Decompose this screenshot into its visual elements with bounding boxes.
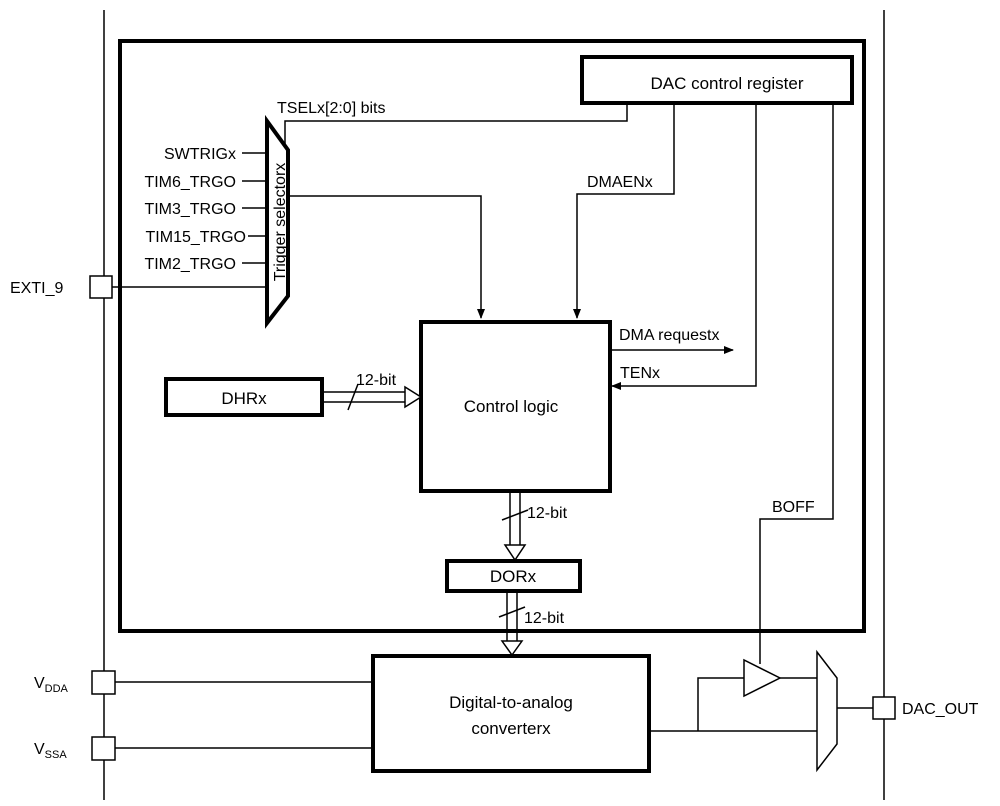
dor-bus-width-label: 12-bit bbox=[524, 610, 565, 627]
trigger-selector-mux: Trigger selectorx bbox=[265, 114, 290, 329]
dma-request-label: DMA requestx bbox=[619, 327, 719, 344]
exti-pin bbox=[89, 275, 113, 299]
dac-out-pin-label: DAC_OUT bbox=[902, 701, 979, 718]
ten-label: TENx bbox=[620, 365, 660, 382]
buffer-input-wire bbox=[697, 677, 744, 731]
dmaen-label: DMAENx bbox=[587, 174, 653, 191]
vssa-pin bbox=[91, 736, 116, 761]
dac-channel-frame bbox=[118, 39, 866, 633]
exti-pin-label: EXTI_9 bbox=[10, 280, 63, 297]
dor-dac-bus bbox=[498, 591, 526, 657]
boff-label: BOFF bbox=[772, 499, 815, 516]
trigger-label-tim3: TIM3_TRGO bbox=[144, 201, 236, 218]
dhr-bus bbox=[322, 383, 423, 411]
trigger-label-tim2: TIM2_TRGO bbox=[144, 256, 236, 273]
trigger-label-tim15: TIM15_TRGO bbox=[146, 229, 246, 246]
trigger-output-line bbox=[288, 195, 485, 319]
dac-control-register-label: DAC control register bbox=[650, 74, 803, 93]
vdda-pin bbox=[91, 670, 116, 695]
dhr-block: DHRx bbox=[164, 377, 324, 417]
trigger-selector-label: Trigger selectorx bbox=[272, 163, 289, 282]
dac-converter-block: Digital-to-analog converterx bbox=[371, 654, 651, 773]
dhr-label: DHRx bbox=[221, 389, 267, 408]
dmaen-line bbox=[573, 103, 675, 319]
tsel-label: TSELx[2:0] bits bbox=[277, 100, 386, 117]
control-logic-label: Control logic bbox=[464, 397, 559, 416]
control-logic-block: Control logic bbox=[419, 320, 612, 493]
vdda-pin-label: VDDA bbox=[34, 675, 69, 695]
dhr-bus-width-label: 12-bit bbox=[356, 372, 397, 389]
boff-line bbox=[759, 103, 834, 664]
dac-converter-label-line1: Digital-to-analog bbox=[449, 693, 573, 712]
output-mux bbox=[816, 649, 838, 773]
vssa-pin-label: VSSA bbox=[34, 741, 67, 761]
ten-line bbox=[611, 103, 757, 390]
dac-out-pin bbox=[872, 696, 896, 720]
tsel-line bbox=[284, 103, 628, 150]
dac-control-register-block: DAC control register bbox=[580, 55, 854, 105]
trigger-label-swtrig: SWTRIGx bbox=[164, 146, 236, 163]
output-buffer-amp bbox=[743, 658, 782, 698]
control-bus-width-label: 12-bit bbox=[527, 505, 568, 522]
control-dor-bus bbox=[501, 491, 529, 562]
dor-label: DORx bbox=[490, 567, 537, 586]
trigger-label-tim6: TIM6_TRGO bbox=[144, 174, 236, 191]
dor-block: DORx bbox=[445, 559, 582, 593]
dac-converter-label-line2: converterx bbox=[471, 719, 551, 738]
